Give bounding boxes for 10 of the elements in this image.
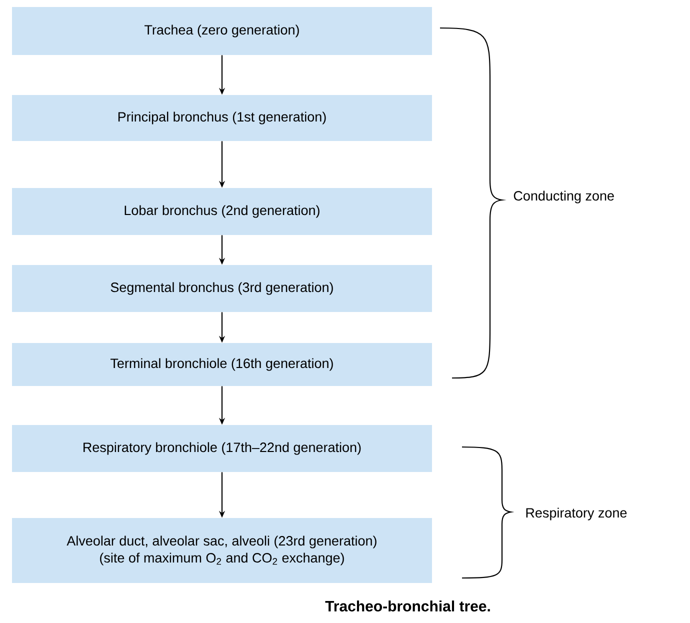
process-box: Alveolar duct, alveolar sac, alveoli (23rd generation) (site of maximum O$_{2}$ and CO$_{2}$ exchange) [12,518,432,583]
process-box: Terminal bronchiole (16th generation) [12,343,432,386]
process-box: Trachea (zero generation) [12,7,432,55]
process-box: Respiratory bronchiole (17th–22nd generation) [12,425,432,472]
process-box: Segmental bronchus (3rd generation) [12,265,432,312]
caption: Tracheo-bronchial tree. [325,600,490,612]
process-box: Principal bronchus (1st generation) [12,95,432,141]
process-box: Lobar bronchus (2nd generation) [12,188,432,235]
zone-label: Respiratory zone [526,508,627,520]
zone-label: Conducting zone [514,190,614,204]
